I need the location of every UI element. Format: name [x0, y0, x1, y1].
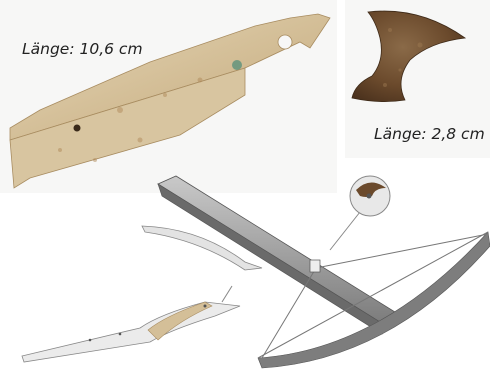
- nut-fragment: [352, 11, 465, 102]
- length-label-nut: Länge: 2,8 cm: [374, 125, 485, 143]
- green-stain: [232, 60, 242, 70]
- bone-hole-left: [74, 125, 81, 132]
- length-label-bone: Länge: 10,6 cm: [22, 40, 143, 58]
- nut-callout: [310, 176, 390, 272]
- bone-hole-right: [278, 35, 292, 49]
- reconstructed-plate: [22, 286, 240, 362]
